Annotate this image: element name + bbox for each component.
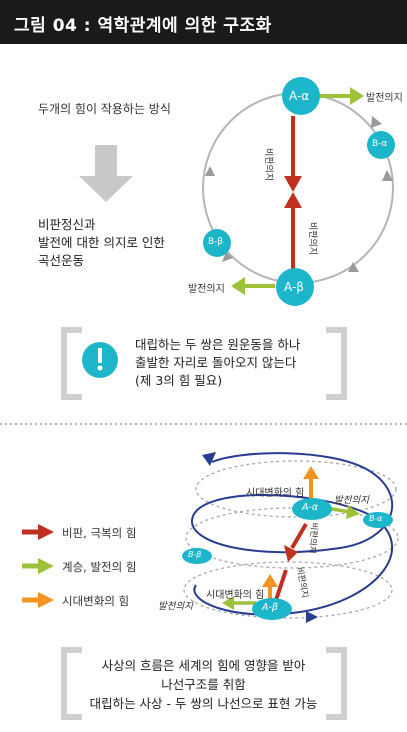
down-arrow-icon [79,145,133,202]
caption-bracket-left [61,647,82,720]
force-description: 두개의 힘이 작용하는 방식 [38,102,171,116]
node-a-beta [276,268,314,306]
callout-bracket-right [326,327,347,400]
will-a-label: 발전의지 [334,495,369,506]
will-top-label: 발전의지 [366,93,403,104]
legend-label-critique: 비판, 극복의 힘 [62,526,137,540]
critique-down-arrow-3d [290,522,308,550]
node-3d-label-b-alpha: B-α [369,514,383,523]
critique-up-arrow-3d [274,569,288,601]
cycle-arrowhead [371,116,382,128]
era-bottom-label: 시대변화의 힘 [206,590,265,601]
node-label-b-beta: B-β [208,237,224,247]
node-3d-label-a-alpha: A-α [302,502,319,513]
will-b-label: 발전의지 [158,601,193,612]
caption-line-1: 사상의 흐름은 세계의 힘에 영향을 받아 [101,658,306,673]
spiral-ring-top [195,460,397,518]
cycle-arrowhead [382,170,393,181]
header-bar: 그림 04 : 역학관계에 의한 구조화 [0,0,407,44]
will-bottom-arrowhead [231,277,245,295]
node-3d-b-beta [182,548,212,564]
cycle-arrowhead [222,252,233,262]
callout-line-3: (제 3의 힘 필요) [135,373,223,388]
spiral-ring-mid [185,507,399,569]
callout-line-1: 대립하는 두 쌍은 원운동을 하나 [135,337,301,352]
spiral-arrowhead [202,452,216,466]
era-top-label: 시대변화의 힘 [246,488,305,499]
node-3d-b-alpha [363,512,393,528]
will-top-arrowhead [350,87,364,105]
caption-line-3: 대립하는 사상 - 두 쌍의 나선으로 표현 가능 [89,696,318,711]
node-3d-a-beta [252,598,292,620]
spiral-arrowhead [306,611,318,623]
legend-label-era: 시대변화의 힘 [62,594,130,608]
curve-description-line-1: 비판정신과 [38,217,96,232]
node-a-alpha [282,77,320,115]
node-label-a-beta: A-β [284,280,304,294]
curve-description-line-3: 곡선운동 [38,253,85,268]
curve-description-line-2: 발전에 대한 의지로 인한 [38,235,165,250]
node-label-b-alpha: B-α [372,139,388,149]
cycle-arrowhead [348,262,359,272]
node-label-a-alpha: A-α [289,89,310,103]
legend-label-inheritance: 계승, 발전의 힘 [62,560,137,574]
node-3d-label-a-beta: A-β [262,602,278,613]
callout-bracket-left [61,327,82,400]
callout-line-2: 출발한 자리로 돌아오지 않는다 [135,355,297,370]
will-bottom-label: 발전의지 [188,284,225,295]
node-b-beta [203,229,231,257]
critique-up-arrowhead [284,192,302,208]
node-3d-label-b-beta: B-β [188,550,202,559]
critique-down-arrowhead [284,176,302,192]
spiral-path [190,452,394,616]
node-3d-a-alpha [292,498,332,520]
page-title: 그림 04 : 역학관계에 의한 구조화 [14,16,272,36]
cycle-arrowhead [205,166,215,176]
caption-line-2: 나선구조를 취함 [161,677,246,692]
node-b-alpha [367,131,395,159]
caption-bracket-right [326,647,347,720]
